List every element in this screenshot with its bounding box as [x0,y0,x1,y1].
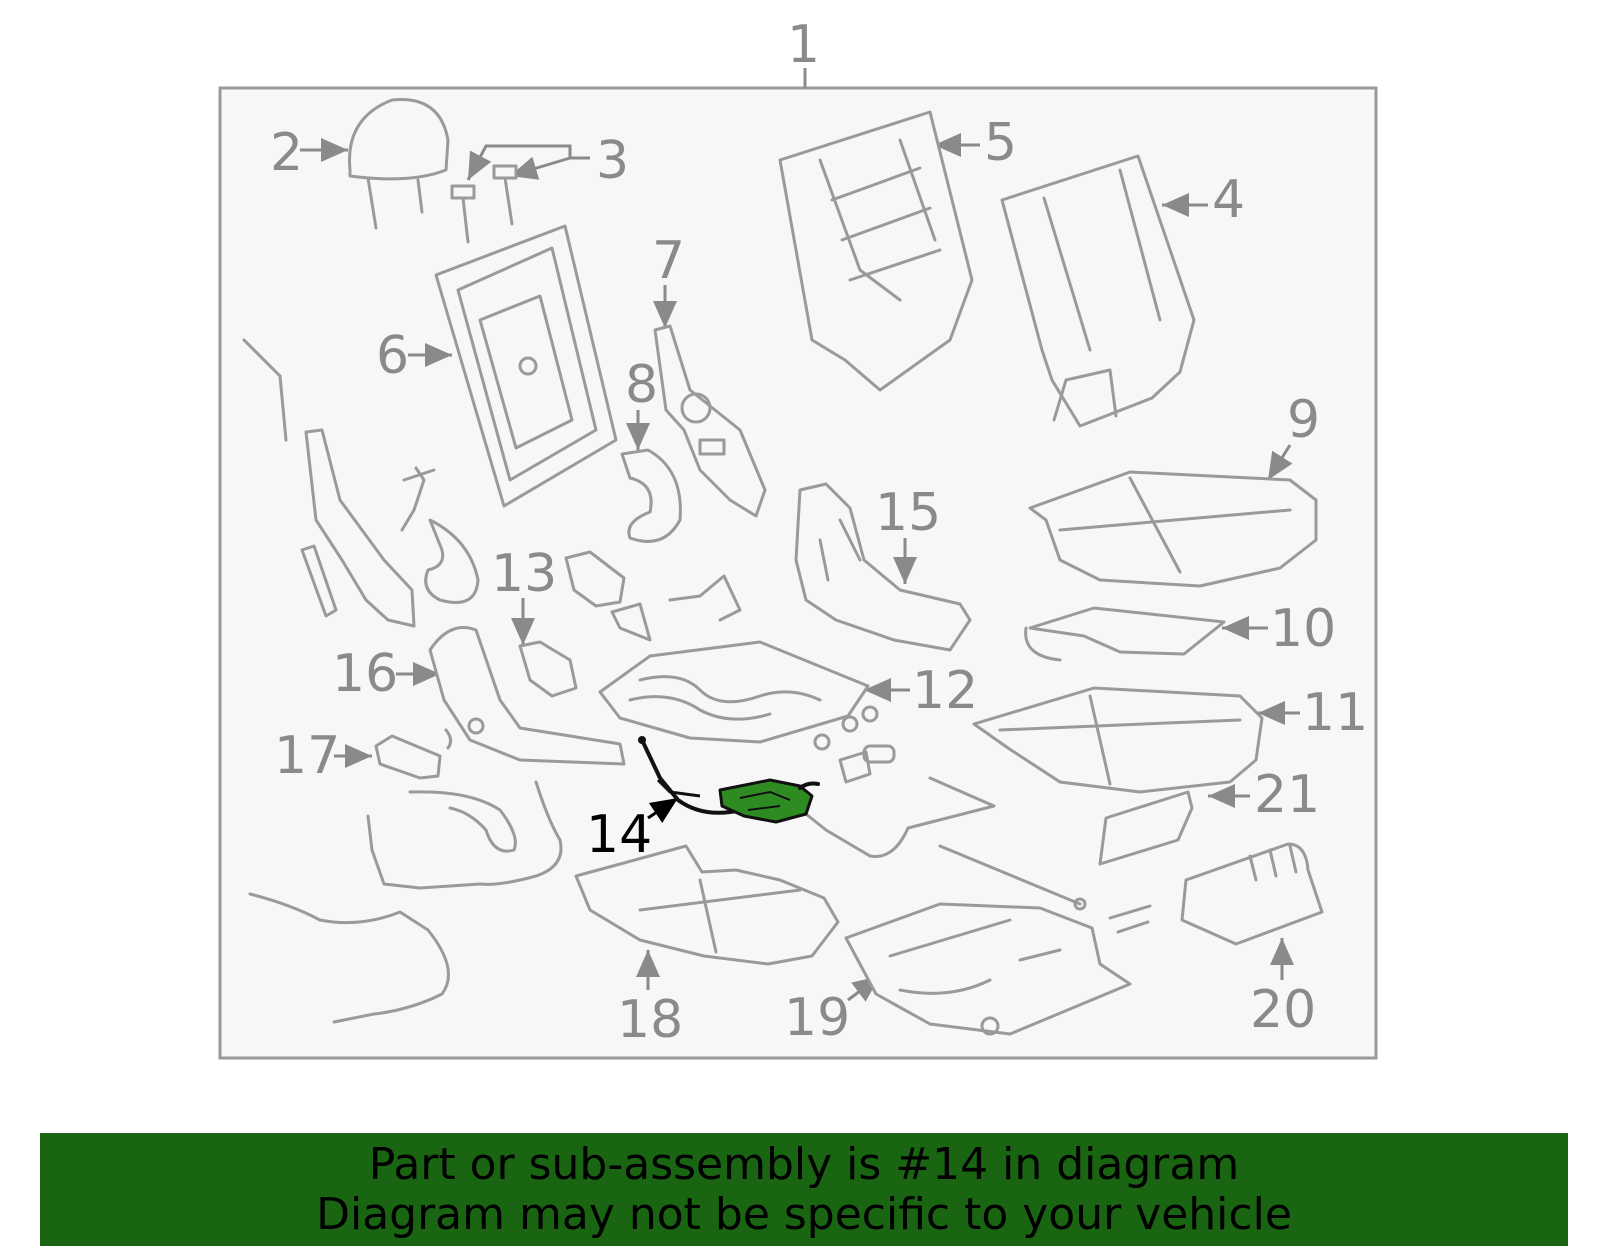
callout-5: 5 [984,113,1017,173]
callout-16: 16 [332,644,398,704]
callout-21: 21 [1254,765,1320,825]
callout-11: 11 [1302,683,1368,743]
part-14-highlighted [638,736,820,824]
side-trim-16-part [428,626,626,766]
recliner-cover-part [620,448,682,543]
bracket-13-part [518,550,742,698]
side-bracket-left-part [242,338,480,628]
callout-1: 1 [787,15,820,75]
callout-18: 18 [617,990,683,1050]
callout-9: 9 [1287,390,1320,450]
headrest-part [348,98,450,230]
callout-19: 19 [784,988,850,1048]
callout-8: 8 [625,355,658,415]
seat-cushion-cover-part [972,686,1264,794]
backrest-cover-part [1000,154,1196,428]
seat-cushion-frame-part [598,640,879,751]
seat-cushion-pad-part [1028,470,1318,588]
headrest-guides-part [450,164,518,244]
callout-20: 20 [1250,980,1316,1040]
side-shield-part [1180,842,1324,946]
callout-17: 17 [274,726,340,786]
callout-10: 10 [1270,599,1336,659]
banner-line-2: Diagram may not be specific to your vehi… [316,1188,1292,1240]
callout-15: 15 [875,483,941,543]
callout-4: 4 [1212,170,1245,230]
callout-2: 2 [270,123,303,183]
callout-12: 12 [912,661,978,721]
callout-14: 14 [586,805,652,865]
seat-base-frame-part [844,902,1132,1036]
seat-heater-part [1024,606,1226,662]
backrest-frame-part [434,224,618,508]
callout-3: 3 [596,131,629,191]
callout-6: 6 [376,326,409,386]
release-handle-part [374,728,453,780]
callout-13: 13 [491,544,557,604]
cables-part [248,776,996,1024]
side-panel-part [794,482,972,652]
under-shield-part [574,844,840,966]
backrest-pad-part [778,110,974,392]
info-banner: Part or sub-assembly is #14 in diagram D… [40,1133,1568,1246]
recliner-bracket-part [653,324,767,518]
banner-line-1: Part or sub-assembly is #14 in diagram [368,1138,1240,1190]
fasteners-part [838,744,1152,934]
seat-trim-part [1098,790,1194,866]
callout-7: 7 [652,231,685,291]
